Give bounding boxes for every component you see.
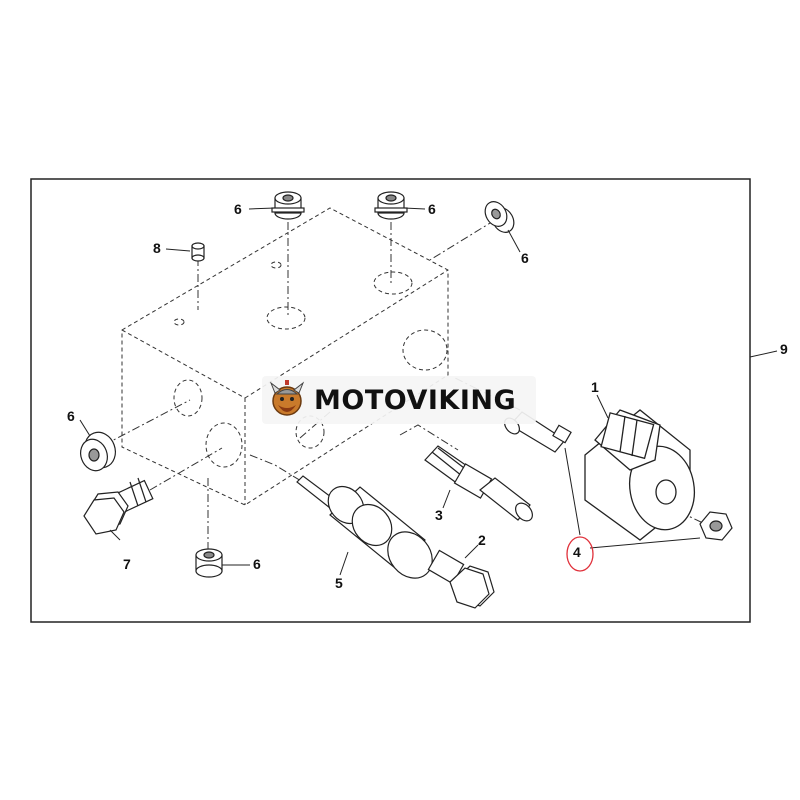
part-1-solenoid-coil	[584, 409, 695, 541]
callout-6-left: 6	[67, 408, 75, 424]
brand-name: MOTOVIKING	[314, 384, 517, 416]
plug-6-left	[80, 431, 116, 472]
callout-4: 4	[573, 544, 581, 560]
callout-4-highlight	[566, 536, 594, 572]
callout-6-bottom: 6	[253, 556, 261, 572]
plug-6-top-right	[374, 191, 408, 220]
callout-8: 8	[153, 240, 161, 256]
brand-watermark: MOTOVIKING	[262, 376, 536, 424]
callout-numbers: 1 2 3 4 5 6 6 6 6 6 7 8 9	[67, 201, 788, 591]
callout-1: 1	[591, 379, 599, 395]
callout-7: 7	[123, 556, 131, 572]
callout-3: 3	[435, 507, 443, 523]
callout-5: 5	[335, 575, 343, 591]
plug-8	[191, 242, 205, 262]
callout-6-top-right: 6	[428, 201, 436, 217]
callout-6-right: 6	[521, 250, 529, 266]
part-2-check-valve	[427, 549, 495, 609]
plug-6-top-left	[271, 191, 305, 220]
valve-block	[121, 207, 449, 506]
part-7-hex-plug	[83, 477, 154, 535]
diagram-frame	[30, 178, 751, 623]
part-5-cartridge	[296, 475, 433, 579]
callout-6-top-left: 6	[234, 201, 242, 217]
part-3-solenoid-cartridge	[424, 445, 533, 522]
callout-2: 2	[478, 532, 486, 548]
plug-6-right	[484, 201, 515, 233]
callout-9: 9	[780, 341, 788, 357]
callout-leaders	[79, 207, 778, 576]
viking-logo-icon	[269, 380, 305, 416]
plug-6-bottom	[195, 548, 223, 578]
